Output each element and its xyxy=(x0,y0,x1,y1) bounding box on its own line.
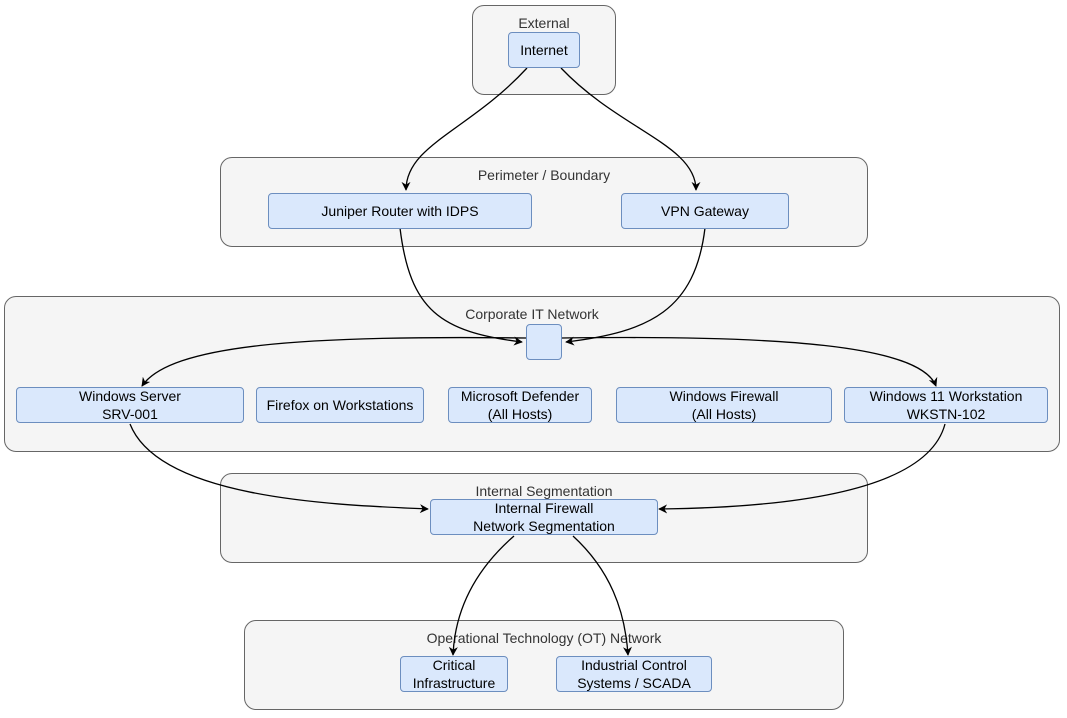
node-firefox-label: Firefox on Workstations xyxy=(266,397,414,413)
node-critical-infrastructure[interactable]: Critical Infrastructure xyxy=(400,656,508,692)
node-windows-server[interactable]: Windows Server SRV-001 xyxy=(16,387,244,423)
node-firefox[interactable]: Firefox on Workstations xyxy=(256,387,424,423)
node-defender-line2: (All Hosts) xyxy=(487,406,553,422)
group-ot: Operational Technology (OT) Network xyxy=(244,620,844,710)
group-label-external: External xyxy=(518,15,570,31)
group-label-ot: Operational Technology (OT) Network xyxy=(426,630,662,646)
node-industrial-control-line2: Systems / SCADA xyxy=(577,675,691,691)
node-internet-label: Internet xyxy=(520,42,568,58)
node-industrial-control-line1: Industrial Control xyxy=(581,657,687,673)
node-windows-server-line1: Windows Server xyxy=(79,388,181,404)
group-corporate: Corporate IT Network xyxy=(4,296,1060,452)
node-defender[interactable]: Microsoft Defender (All Hosts) xyxy=(448,387,592,423)
node-hub[interactable] xyxy=(526,324,562,360)
node-vpn-gateway-label: VPN Gateway xyxy=(661,203,749,219)
node-juniper-router[interactable]: Juniper Router with IDPS xyxy=(268,193,532,229)
node-windows-11-workstation-line2: WKSTN-102 xyxy=(906,406,986,422)
node-critical-infrastructure-line2: Infrastructure xyxy=(412,675,496,691)
node-internal-firewall-line2: Network Segmentation xyxy=(473,518,615,534)
node-critical-infrastructure-line1: Critical xyxy=(432,657,476,673)
node-windows-firewall-line1: Windows Firewall xyxy=(669,388,779,404)
node-windows-11-workstation-line1: Windows 11 Workstation xyxy=(869,388,1023,404)
node-industrial-control[interactable]: Industrial Control Systems / SCADA xyxy=(556,656,712,692)
node-windows-server-line2: SRV-001 xyxy=(102,406,158,422)
node-vpn-gateway[interactable]: VPN Gateway xyxy=(621,193,789,229)
group-label-perimeter: Perimeter / Boundary xyxy=(477,167,611,183)
node-windows-firewall-line2: (All Hosts) xyxy=(691,406,757,422)
group-label-segmentation: Internal Segmentation xyxy=(475,483,613,499)
node-defender-line1: Microsoft Defender xyxy=(460,388,580,404)
node-windows-11-workstation[interactable]: Windows 11 Workstation WKSTN-102 xyxy=(844,387,1048,423)
group-label-corporate: Corporate IT Network xyxy=(465,306,599,322)
node-windows-firewall[interactable]: Windows Firewall (All Hosts) xyxy=(616,387,832,423)
node-internet[interactable]: Internet xyxy=(508,32,580,68)
node-juniper-router-label: Juniper Router with IDPS xyxy=(321,203,479,219)
node-internal-firewall-line1: Internal Firewall xyxy=(494,500,594,516)
node-internal-firewall[interactable]: Internal Firewall Network Segmentation xyxy=(430,499,658,535)
